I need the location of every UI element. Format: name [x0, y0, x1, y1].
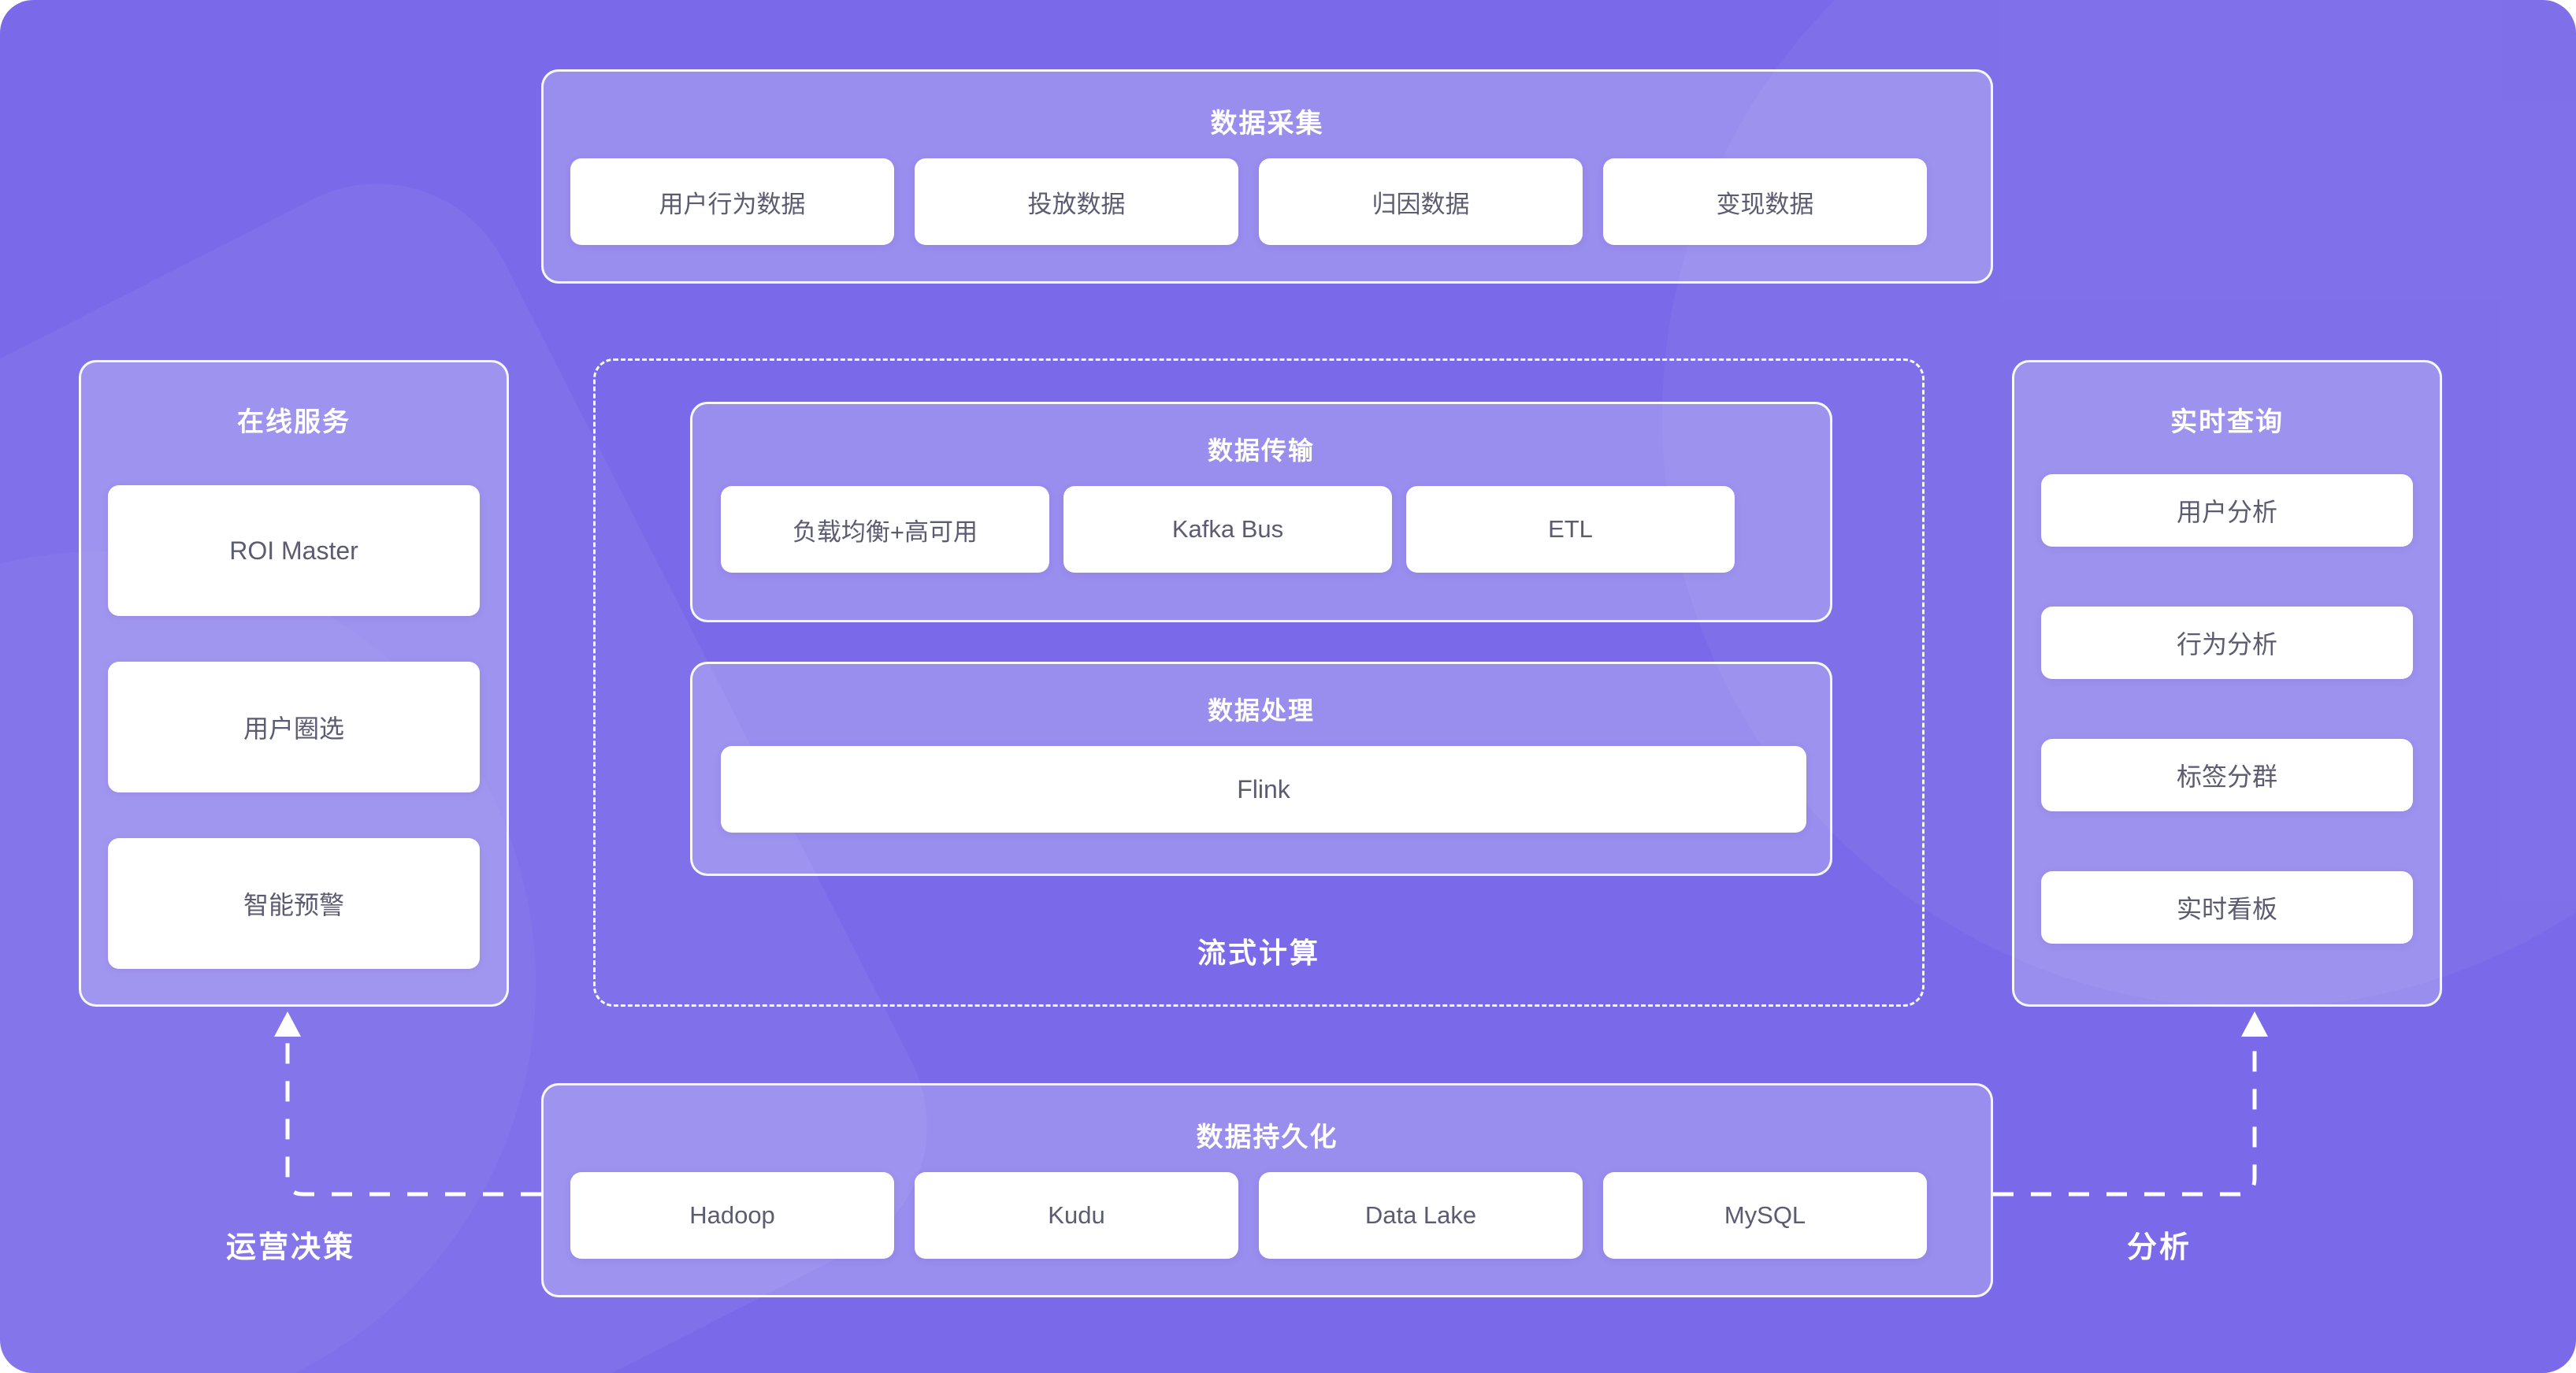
- panel-realtime-query: 实时查询 用户分析 行为分析 标签分群 实时看板: [2012, 360, 2442, 1007]
- chip-persistence-1[interactable]: Kudu: [915, 1172, 1238, 1259]
- chip-collection-0[interactable]: 用户行为数据: [570, 158, 894, 245]
- chip-transport-0[interactable]: 负载均衡+高可用: [721, 486, 1049, 573]
- panel-title-realtime-query: 实时查询: [2170, 407, 2284, 437]
- chip-persistence-0[interactable]: Hadoop: [570, 1172, 894, 1259]
- chip-persistence-2[interactable]: Data Lake: [1259, 1172, 1583, 1259]
- flow-label-operations-decision: 运营决策: [226, 1231, 356, 1264]
- panel-title-data-transport: 数据传输: [1207, 436, 1315, 465]
- chip-realtime-query-0[interactable]: 用户分析: [2041, 474, 2413, 547]
- panel-data-persistence: 数据持久化 Hadoop Kudu Data Lake MySQL: [541, 1083, 1993, 1297]
- panel-title-data-persistence: 数据持久化: [1196, 1123, 1338, 1152]
- chip-collection-3[interactable]: 变现数据: [1603, 158, 1927, 245]
- chip-realtime-query-2[interactable]: 标签分群: [2041, 739, 2413, 811]
- panel-data-collection: 数据采集 用户行为数据 投放数据 归因数据 变现数据: [541, 69, 1993, 284]
- panel-title-online-service: 在线服务: [237, 407, 351, 437]
- chip-realtime-query-1[interactable]: 行为分析: [2041, 607, 2413, 679]
- chip-collection-1[interactable]: 投放数据: [915, 158, 1238, 245]
- panel-title-data-collection: 数据采集: [1210, 109, 1324, 139]
- chip-online-service-2[interactable]: 智能预警: [108, 838, 480, 969]
- stream-computing-label: 流式计算: [1197, 937, 1320, 969]
- chip-transport-2[interactable]: ETL: [1406, 486, 1735, 573]
- flow-arrowhead-operations-decision: [274, 1011, 301, 1037]
- stream-computing-container: 数据传输 负载均衡+高可用 Kafka Bus ETL 数据处理 Flink 流…: [593, 358, 1925, 1007]
- flow-path-operations-decision: [285, 1032, 541, 1197]
- chip-online-service-1[interactable]: 用户圈选: [108, 662, 480, 792]
- chip-collection-2[interactable]: 归因数据: [1259, 158, 1583, 245]
- panel-title-data-processing: 数据处理: [1207, 696, 1315, 725]
- chip-online-service-0[interactable]: ROI Master: [108, 485, 480, 616]
- flow-path-analysis: [1993, 1032, 2257, 1197]
- chip-persistence-3[interactable]: MySQL: [1603, 1172, 1927, 1259]
- panel-data-processing: 数据处理 Flink: [690, 662, 1832, 876]
- chip-transport-1[interactable]: Kafka Bus: [1063, 486, 1392, 573]
- flow-label-analysis: 分析: [2127, 1231, 2192, 1264]
- chip-realtime-query-3[interactable]: 实时看板: [2041, 871, 2413, 944]
- chip-processing-0[interactable]: Flink: [721, 746, 1806, 833]
- flow-arrowhead-analysis: [2241, 1011, 2268, 1037]
- panel-online-service: 在线服务 ROI Master 用户圈选 智能预警: [79, 360, 509, 1007]
- panel-data-transport: 数据传输 负载均衡+高可用 Kafka Bus ETL: [690, 402, 1832, 622]
